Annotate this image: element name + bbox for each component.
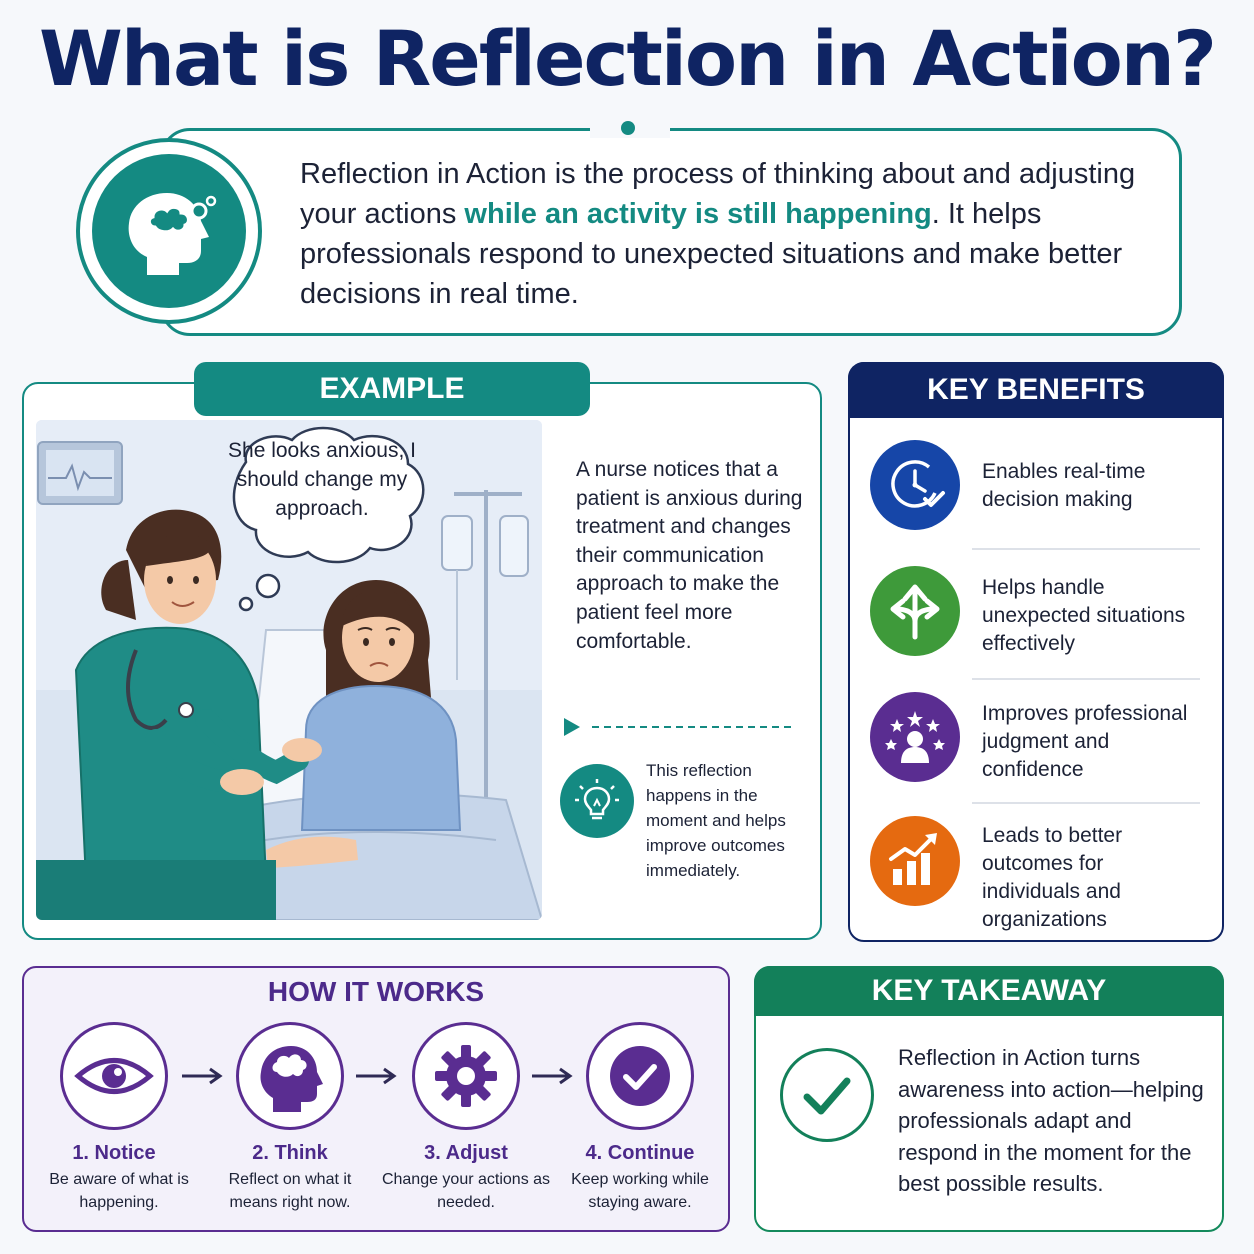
benefit-divider [972, 802, 1200, 804]
check-circle-icon [610, 1046, 670, 1106]
step-1-label: 1. Notice [72, 1142, 156, 1164]
checkmark-icon [803, 1077, 851, 1115]
takeaway-text: Reflection in Action turns awareness int… [898, 1045, 1204, 1196]
step-4-desc: Keep working while staying aware. [571, 1171, 709, 1211]
how-it-works-title: HOW IT WORKS [267, 976, 485, 1007]
benefit-icon-badge-2 [870, 566, 960, 656]
page-title: What is Reflection in Action? [39, 14, 1217, 103]
thought-bubble-text: She looks anxious, I should change my ap… [228, 439, 416, 520]
patient-figure [266, 580, 462, 868]
thought-bubble [232, 426, 425, 612]
step-2-badge [236, 1022, 344, 1130]
step-arrow [182, 1067, 223, 1085]
takeaway-check-badge [780, 1048, 874, 1142]
step-arrow [356, 1067, 397, 1085]
reflection-note: This reflection happens in the moment an… [646, 761, 786, 880]
iv-stand-icon [441, 490, 529, 800]
benefit-label-2: Helps handle unexpected situations effec… [982, 576, 1186, 655]
benefit-icon-badge-4 [870, 816, 960, 906]
intro-divider-dot [621, 121, 635, 135]
nurse-figure [36, 509, 322, 920]
step-2-label: 2. Think [252, 1142, 328, 1164]
benefit-icon-badge-1 [870, 440, 960, 530]
head-thought-icon [128, 193, 217, 275]
nurse-patient-illustration [36, 420, 542, 920]
dashed-arrow-divider [564, 718, 794, 736]
lightbulb-icon-badge [560, 764, 634, 838]
step-1-desc: Be aware of what is happening. [49, 1171, 189, 1211]
benefit-label-3: Improves professional judgment and confi… [982, 702, 1188, 781]
eye-icon [74, 1058, 154, 1094]
benefit-divider [972, 548, 1200, 550]
intro-panel [160, 128, 1182, 336]
growth-chart-icon [889, 833, 937, 885]
step-3-badge [412, 1022, 520, 1130]
intro-text-start: Reflection in Action is the process of t… [300, 158, 1136, 230]
takeaway-header: KEY TAKEAWAY [754, 966, 1224, 1016]
lightbulb-icon [575, 779, 619, 820]
clock-check-icon [891, 460, 945, 508]
intro-text: Reflection in Action is the process of t… [300, 154, 1160, 314]
intro-highlight: while an activity is still happening [464, 198, 932, 230]
step-1-badge [60, 1022, 168, 1130]
benefit-icon-badge-3 [870, 692, 960, 782]
step-2-desc: Reflect on what it means right now. [228, 1171, 352, 1211]
heart-monitor-icon [37, 441, 123, 505]
benefit-divider [972, 678, 1200, 680]
example-header: EXAMPLE [194, 362, 590, 416]
gear-icon [435, 1045, 497, 1107]
intro-text-end: . It helps professionals respond to unex… [300, 198, 1123, 310]
person-stars-icon [885, 711, 945, 763]
step-3-label: 3. Adjust [424, 1142, 508, 1164]
step-3-desc: Change your actions as needed. [381, 1171, 551, 1211]
step-4-label: 4. Continue [585, 1142, 695, 1164]
split-arrows-icon [890, 584, 940, 640]
benefit-label-1: Enables real-time decision making [982, 460, 1146, 511]
step-arrow [532, 1067, 573, 1085]
head-brain-icon [260, 1046, 323, 1112]
intro-icon-badge [76, 138, 262, 324]
benefit-label-4: Leads to better outcomes for individuals… [982, 824, 1123, 931]
step-4-badge [586, 1022, 694, 1130]
example-description: A nurse notices that a patient is anxiou… [576, 458, 803, 653]
benefits-header: KEY BENEFITS [848, 362, 1224, 418]
